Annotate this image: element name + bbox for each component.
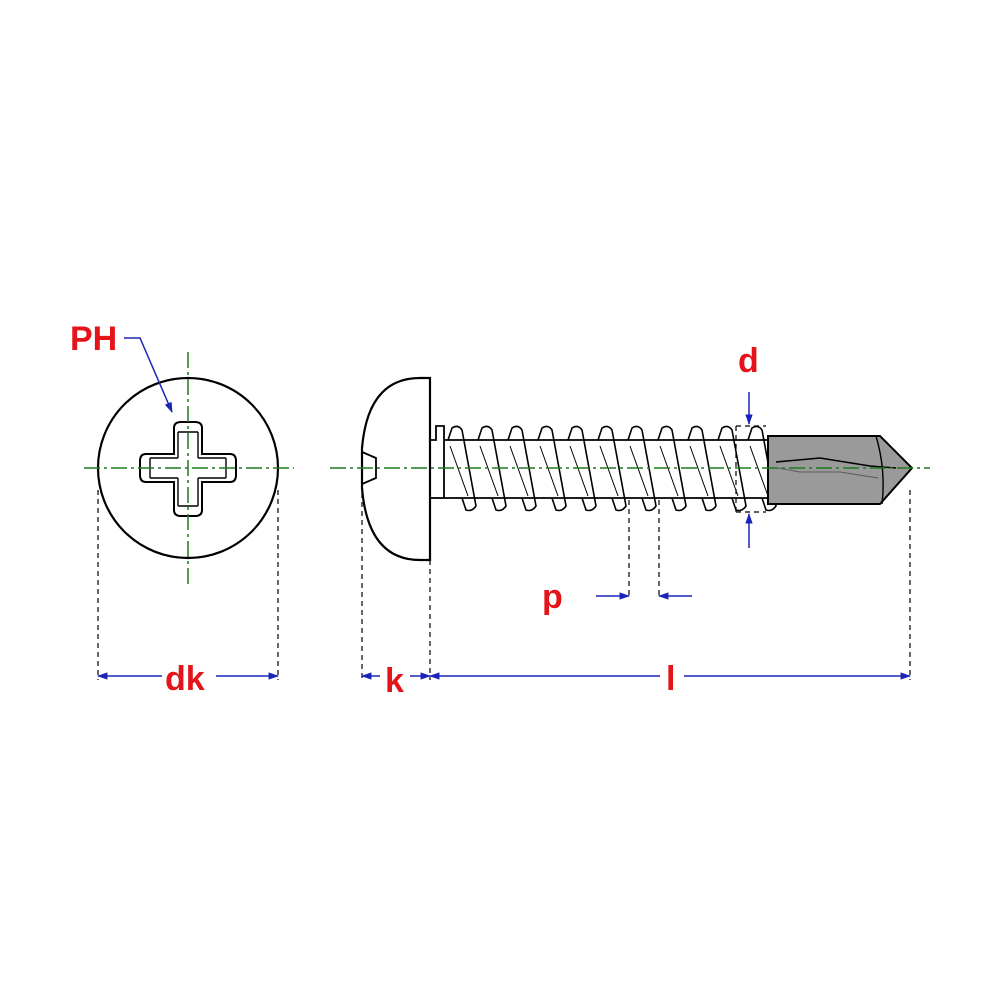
thread-crests xyxy=(447,425,777,512)
extension-lines xyxy=(97,425,911,680)
thread-helix-line xyxy=(539,445,559,497)
screw-side-view xyxy=(330,376,930,562)
drill-tip xyxy=(767,435,914,505)
thread-helix-line xyxy=(689,445,709,497)
k-label: k xyxy=(385,662,404,700)
l-label: l xyxy=(666,660,675,698)
thread-helix-line xyxy=(569,445,589,497)
dimension-arrows xyxy=(96,337,912,680)
head-top-view xyxy=(84,352,294,588)
thread-section xyxy=(430,425,445,499)
thread-helix-line xyxy=(749,445,769,497)
pan-head xyxy=(360,376,432,562)
thread-helix-line xyxy=(629,445,649,497)
thread-helix-line xyxy=(659,445,679,497)
thread-helix-line xyxy=(509,445,529,497)
thread-crest xyxy=(597,425,627,512)
p-label: p xyxy=(542,578,563,616)
thread-helix-line xyxy=(449,445,469,497)
thread-helix-line xyxy=(479,445,499,497)
thread-crest xyxy=(657,425,687,512)
thread-helix-line xyxy=(719,445,739,497)
dk-label: dk xyxy=(165,660,205,698)
ph-label: PH xyxy=(70,320,117,358)
d-label: d xyxy=(738,342,759,380)
thread-helix-line xyxy=(599,445,619,497)
